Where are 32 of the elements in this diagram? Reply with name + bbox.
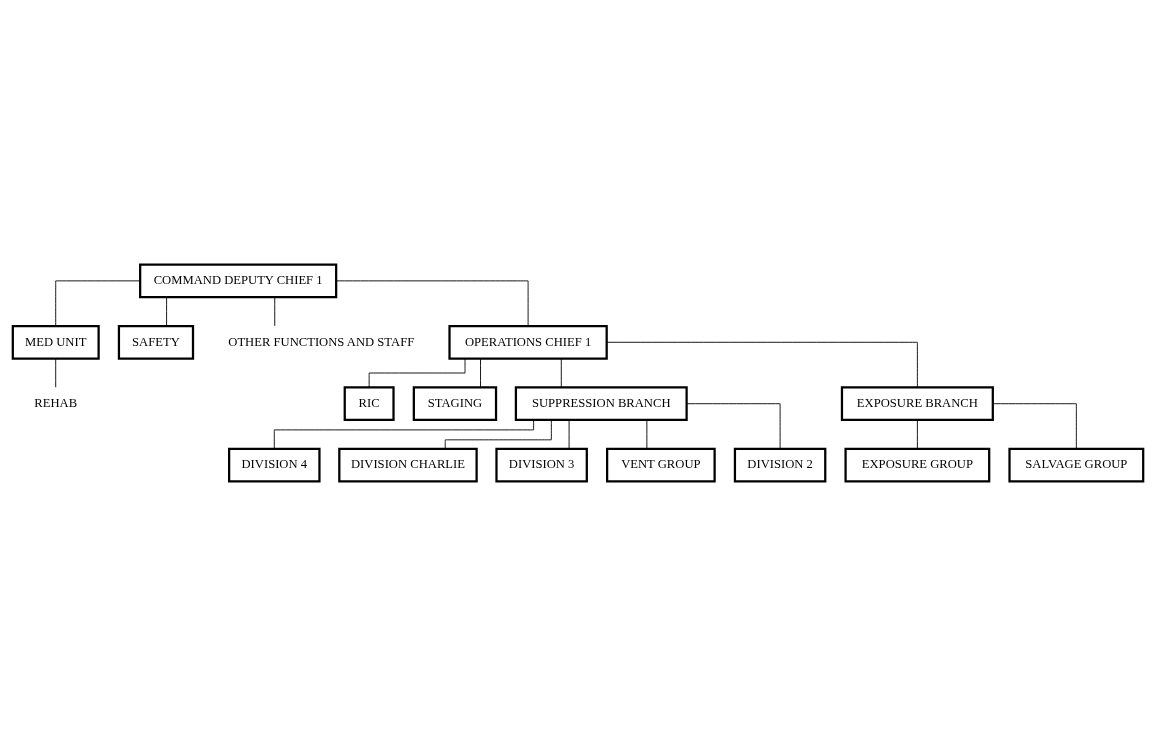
node-box: EXPOSURE BRANCH: [840, 386, 994, 422]
node-box: DIVISION 2: [733, 447, 827, 483]
node-box: MED UNIT: [11, 324, 100, 360]
connector: [646, 419, 648, 450]
node-box: DIVISION 3: [495, 447, 588, 483]
node-box: COMMAND DEPUTY CHIEF 1: [139, 263, 338, 299]
node-box: DIVISION CHARLIE: [338, 447, 478, 483]
connector: [55, 358, 57, 388]
connector: [335, 280, 529, 327]
connector: [686, 403, 781, 450]
node-box: DIVISION 4: [228, 447, 321, 483]
connector: [273, 419, 535, 450]
connector: [274, 296, 276, 327]
node-text: REHAB: [34, 396, 78, 411]
connector: [568, 419, 570, 450]
connector: [916, 419, 918, 450]
node-text: OTHER FUNCTIONS AND STAFF: [228, 334, 415, 349]
connector: [560, 358, 562, 388]
connector: [444, 419, 552, 450]
node-box: RIC: [343, 386, 395, 422]
node-box: OPERATIONS CHIEF 1: [448, 324, 608, 360]
node-box: STAGING: [412, 386, 498, 422]
connector: [55, 280, 141, 327]
node-box: SAFETY: [117, 324, 195, 360]
connector: [992, 403, 1077, 450]
node-box: EXPOSURE GROUP: [844, 447, 991, 483]
connector: [606, 341, 918, 388]
node-box: VENT GROUP: [606, 447, 716, 483]
connector: [480, 358, 481, 388]
node-box: SALVAGE GROUP: [1008, 447, 1145, 483]
node-box: SUPPRESSION BRANCH: [514, 386, 688, 422]
connector: [166, 296, 168, 327]
